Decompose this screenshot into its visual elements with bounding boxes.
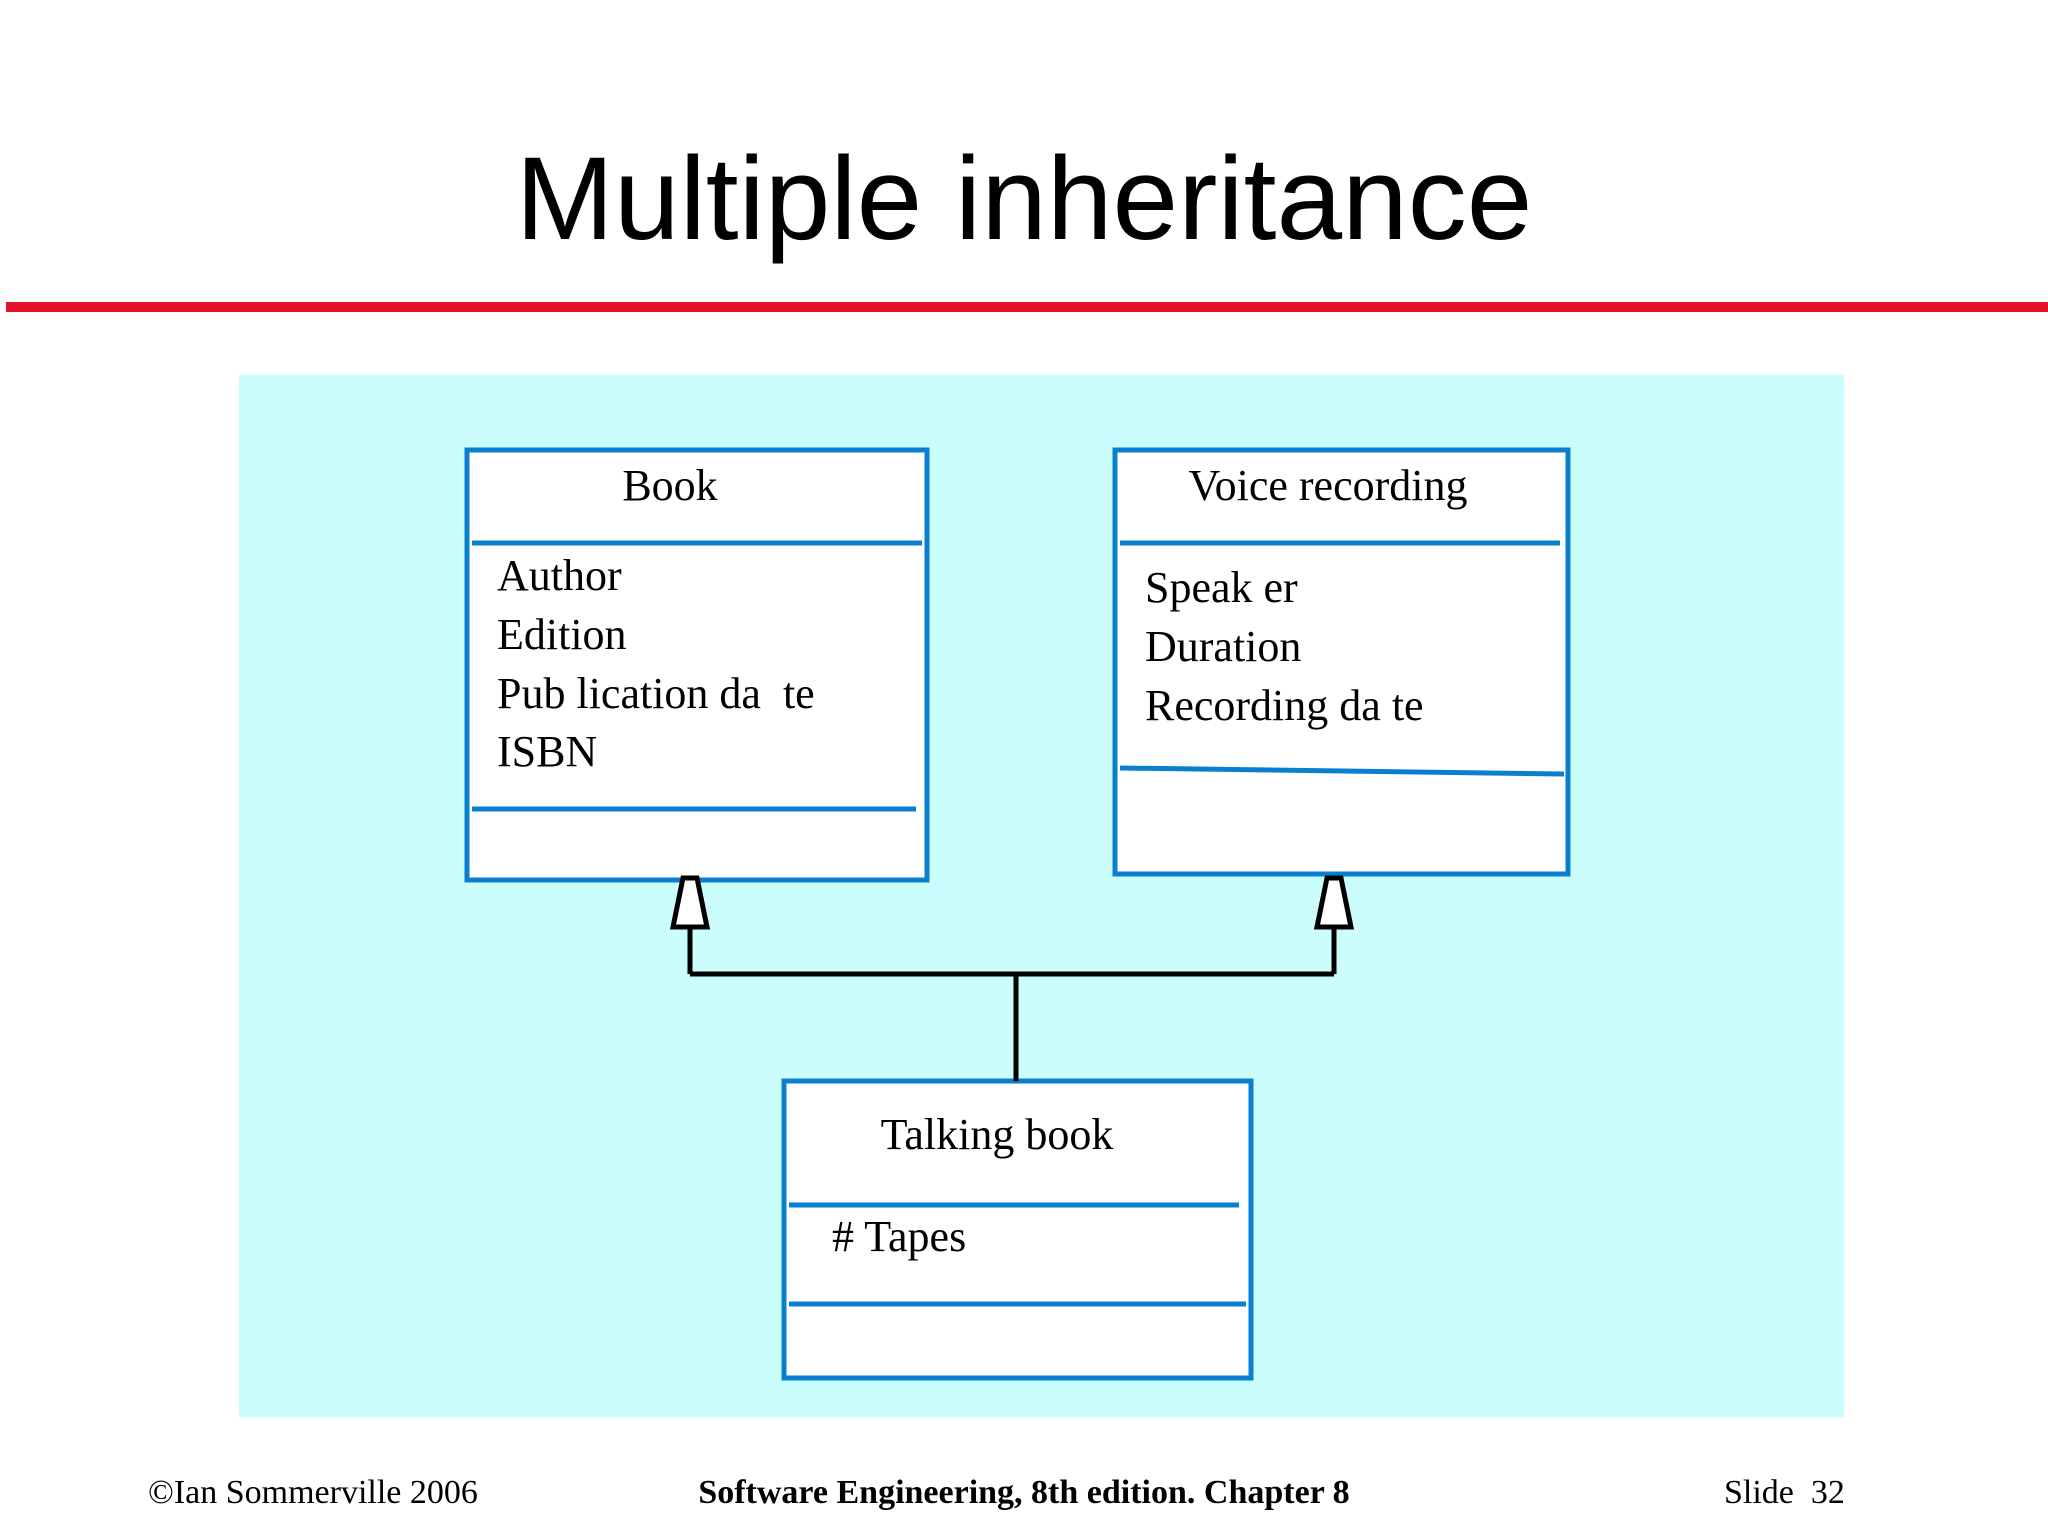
compartment-divider [1119,765,1565,777]
class-box [781,1078,1254,1381]
footer-copyright: ©Ian Sommerville 2006 [148,1474,478,1511]
class-name: Voice recording [1189,461,1468,510]
generalization-arrowhead-book [669,875,711,930]
generalization-arrowhead-voice-recording [1313,875,1355,930]
footer-slide-number: Slide 32 [1724,1474,1845,1511]
attribute: # Tapes [832,1212,966,1261]
class-talking-book: Talking book # Tapes [781,1078,1254,1381]
attribute: Author [497,551,622,600]
attribute: ISBN [497,727,597,776]
class-box [1112,447,1571,877]
attribute: Duration [1145,622,1301,671]
diagram-panel: Book Author Edition Pub lication da te I… [239,375,1844,1417]
attribute: Pub lication da te [497,669,815,718]
class-book: Book Author Edition Pub lication da te I… [464,447,930,883]
inheritance-connectors [669,875,1355,1081]
attribute: Edition [497,610,627,659]
class-box [464,447,930,883]
class-name: Book [622,461,717,510]
title-divider [6,302,2048,312]
class-voice-recording: Voice recording Speak er Duration Record… [1112,447,1571,877]
class-name: Talking book [881,1110,1114,1159]
footer-book-title: Software Engineering, 8th edition. Chapt… [698,1474,1350,1511]
slide-title: Multiple inheritance [515,133,1533,265]
attribute: Speak er [1145,563,1298,612]
class-diagram: Book Author Edition Pub lication da te I… [464,447,1571,1381]
attribute: Recording da te [1145,681,1424,730]
